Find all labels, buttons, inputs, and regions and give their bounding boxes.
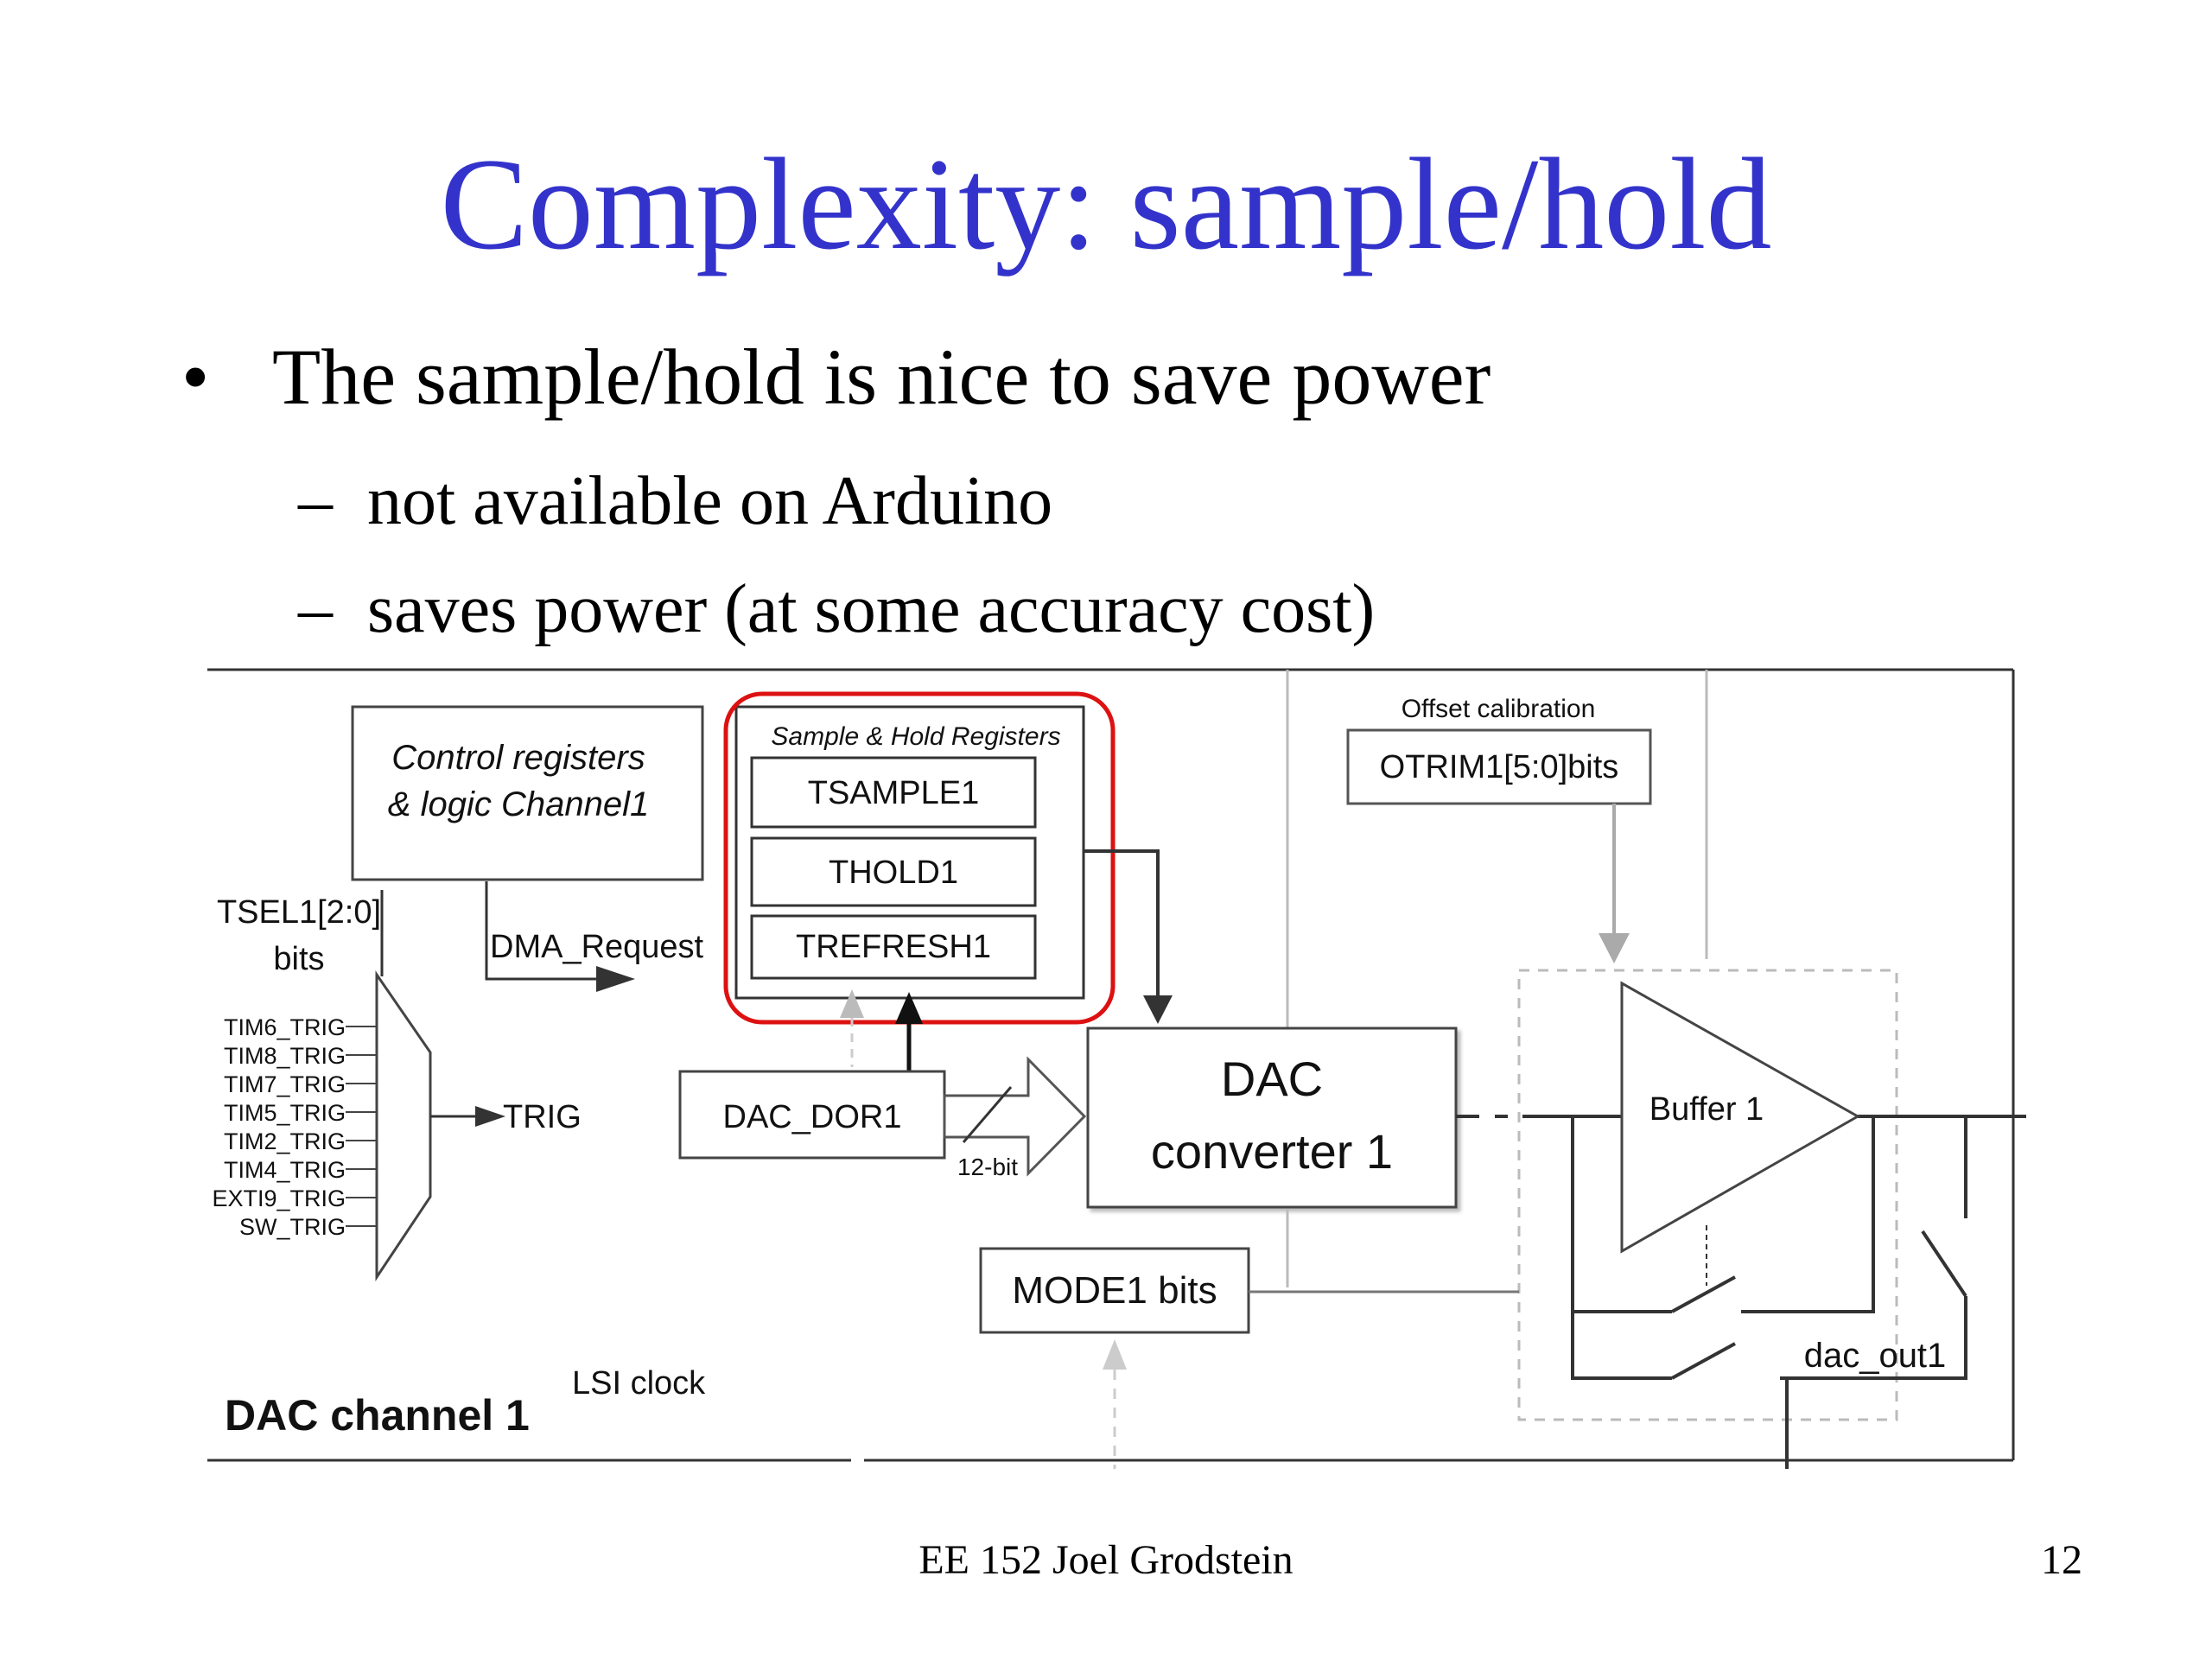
- dac-dor-label: DAC_DOR1: [723, 1099, 902, 1135]
- control-registers-label-line1: Control registers: [391, 739, 645, 777]
- dac-channel-label: DAC channel 1: [225, 1391, 530, 1440]
- diagram-frame: [207, 668, 2015, 1462]
- subbullet-text: saves power (at some accuracy cost): [367, 571, 1376, 647]
- page-number: 12: [2041, 1537, 2082, 1583]
- trefresh-label: TREFRESH1: [796, 929, 991, 965]
- buffer-label: Buffer 1: [1649, 1091, 1764, 1128]
- dac-dor-block: DAC_DOR1: [678, 1070, 946, 1160]
- trigger-source-label: TIM6_TRIG: [224, 1014, 346, 1040]
- footer-text: EE 152 Joel Grodstein: [918, 1537, 1294, 1583]
- buffer-region: [1517, 969, 1898, 1421]
- dac-converter-label-line1: DAC: [1221, 1052, 1323, 1106]
- trigger-source-label: EXTI9_TRIG: [212, 1185, 346, 1211]
- tsample-label: TSAMPLE1: [808, 775, 980, 811]
- dma-request-label: DMA_Request: [490, 929, 704, 965]
- mode-bits-block: MODE1 bits: [979, 1247, 1519, 1469]
- sample-hold-registers-label: Sample & Hold Registers: [771, 722, 1060, 751]
- dma-request-path: DMA_Request: [485, 881, 704, 992]
- trigger-source-label: TIM4_TRIG: [224, 1157, 346, 1183]
- sample-hold-registers-block: Sample & Hold Registers TSAMPLE1 THOLD1 …: [734, 705, 1085, 1000]
- lsi-clock-label: LSI clock: [572, 1365, 706, 1402]
- trefresh-register: [750, 914, 1037, 980]
- bullet-marker: •: [181, 333, 210, 421]
- bullet-text: The sample/hold is nice to save power: [272, 333, 1491, 421]
- trigger-source-label: TIM7_TRIG: [224, 1071, 346, 1097]
- dac-out-label: dac_out1: [1804, 1337, 1947, 1375]
- slide-title: Complexity: sample/hold: [440, 131, 1772, 276]
- trigger-source-label: SW_TRIG: [239, 1214, 346, 1240]
- thold-register: [750, 836, 1037, 907]
- offset-calibration-label: Offset calibration: [1402, 695, 1596, 723]
- offset-calibration-block: Offset calibration OTRIM1[5:0]bits: [1346, 695, 1652, 963]
- output-switches: [1571, 1116, 1967, 1469]
- dac-converter-block: DAC converter 1: [1086, 1027, 1458, 1209]
- data-bus-arrow: 12-bit: [943, 1056, 1087, 1180]
- subbullet-text: not available on Arduino: [367, 463, 1053, 539]
- tsel-label-line2: bits: [273, 941, 324, 977]
- trigger-source-label: TIM5_TRIG: [224, 1100, 346, 1126]
- dac-converter-label-line2: converter 1: [1151, 1124, 1393, 1179]
- subbullet-marker: –: [298, 463, 333, 539]
- tsample-register: [750, 756, 1037, 829]
- trig-label: TRIG: [503, 1099, 582, 1135]
- tsel-label-line1: TSEL1[2:0]: [217, 894, 381, 931]
- trig-output: TRIG: [430, 1099, 582, 1135]
- mode-bits-label: MODE1 bits: [1012, 1269, 1217, 1312]
- otrim-label: OTRIM1[5:0]bits: [1380, 749, 1619, 785]
- trigger-mux: TIM6_TRIG TIM8_TRIG TIM7_TRIG TIM5_TRIG …: [212, 970, 432, 1281]
- control-registers-label-line2: & logic Channel1: [388, 785, 649, 823]
- control-registers-block: Control registers & logic Channel1: [351, 705, 704, 881]
- dac-dor-to-sh-arrow: [895, 992, 923, 1071]
- subbullet-marker: –: [298, 571, 333, 647]
- buffer-amplifier: Buffer 1: [1620, 981, 1861, 1254]
- thold-to-dac-path: [1084, 849, 1173, 1024]
- trigger-source-label: TIM8_TRIG: [224, 1043, 346, 1069]
- lsi-arrow-head: [840, 989, 864, 1018]
- thold-label: THOLD1: [829, 855, 958, 891]
- trigger-source-label: TIM2_TRIG: [224, 1128, 346, 1154]
- bus-width-label: 12-bit: [957, 1154, 1018, 1180]
